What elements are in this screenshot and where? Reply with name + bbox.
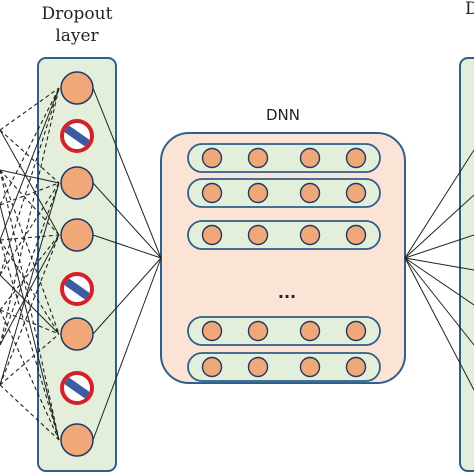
active-neuron	[60, 423, 94, 457]
dnn-neuron	[201, 224, 223, 246]
dnn-neuron	[247, 320, 269, 342]
dashed-connection	[0, 87, 60, 131]
dnn-neuron	[299, 320, 321, 342]
dnn-ellipsis: ...	[278, 283, 296, 302]
dnn-to-output-connection	[404, 149, 474, 259]
dashed-connection	[0, 87, 60, 346]
dnn-row-capsule	[187, 143, 381, 173]
dnn-neuron	[247, 224, 269, 246]
dnn-neuron	[247, 147, 269, 169]
layer-to-dnn-connection	[92, 257, 162, 441]
right-layer-box-partial	[459, 57, 474, 472]
dnn-neuron	[345, 320, 367, 342]
dnn-neuron	[201, 182, 223, 204]
dnn-neuron	[201, 356, 223, 378]
solid-connection	[0, 169, 60, 184]
dashed-connection	[0, 234, 60, 311]
dnn-neuron	[299, 356, 321, 378]
active-neuron	[60, 218, 94, 252]
prohibited-bar	[64, 378, 90, 398]
dnn-neuron	[201, 147, 223, 169]
dropout-nodes	[60, 71, 94, 457]
dropout-title-line1: Dropout	[42, 4, 113, 24]
dnn-neuron-row	[187, 143, 381, 173]
dashed-connection	[0, 87, 60, 206]
dnn-neuron	[247, 182, 269, 204]
dnn-title: DNN	[266, 106, 300, 124]
dnn-neuron	[345, 147, 367, 169]
dropout-title-line2: layer	[55, 26, 99, 46]
layer-to-dnn-connection	[92, 234, 162, 259]
connections	[0, 87, 474, 441]
dnn-neuron	[201, 320, 223, 342]
dropout-layer-box	[37, 57, 117, 472]
dashed-connection	[0, 182, 60, 206]
dnn-neuron	[345, 182, 367, 204]
solid-connection	[0, 204, 60, 441]
solid-connection	[0, 274, 60, 335]
active-neuron	[60, 71, 94, 105]
dnn-row-capsule	[187, 220, 381, 250]
dnn-neuron-row	[187, 316, 381, 346]
dropped-neuron-icon	[60, 272, 94, 306]
dnn-neuron	[299, 147, 321, 169]
dnn-neuron	[247, 356, 269, 378]
dnn-to-output-connection	[404, 257, 474, 346]
dashed-connection	[0, 239, 60, 335]
dashed-connection	[0, 182, 60, 276]
dnn-neuron-row	[187, 352, 381, 382]
dnn-rows	[187, 143, 381, 382]
dnn-to-output-connection	[404, 257, 474, 271]
dashed-connection	[0, 129, 60, 184]
prohibited-bar	[64, 126, 90, 146]
dashed-connection	[0, 333, 60, 386]
active-neuron	[60, 166, 94, 200]
solid-connection	[0, 234, 60, 346]
dashed-connection	[0, 169, 60, 335]
right-title-partial: D	[465, 0, 474, 19]
layer-to-dnn-connection	[92, 87, 162, 259]
dashed-connection	[0, 169, 60, 236]
layer-to-dnn-connection	[92, 257, 162, 335]
dashed-connection	[0, 309, 60, 441]
dnn-neuron	[345, 356, 367, 378]
dnn-to-output-connection	[404, 234, 474, 259]
dnn-neuron-row	[187, 178, 381, 208]
dnn-to-output-connection	[404, 194, 474, 259]
dashed-connection	[0, 234, 60, 241]
dnn-neuron-row	[187, 220, 381, 250]
active-neuron	[60, 317, 94, 351]
dnn-row-capsule	[187, 178, 381, 208]
dnn-row-capsule	[187, 352, 381, 382]
dashed-connection	[0, 182, 60, 346]
layer-to-dnn-connection	[92, 182, 162, 259]
dnn-to-output-connection	[404, 257, 474, 391]
dnn-row-capsule	[187, 316, 381, 346]
dnn-to-output-connection	[404, 257, 474, 306]
dnn-neuron	[299, 182, 321, 204]
dnn-neuron	[299, 224, 321, 246]
prohibited-bar	[64, 279, 90, 299]
dropped-neuron-icon	[60, 119, 94, 153]
dashed-connection	[0, 234, 60, 386]
solid-connection	[0, 129, 60, 236]
dnn-neuron	[345, 224, 367, 246]
dropped-neuron-icon	[60, 371, 94, 405]
